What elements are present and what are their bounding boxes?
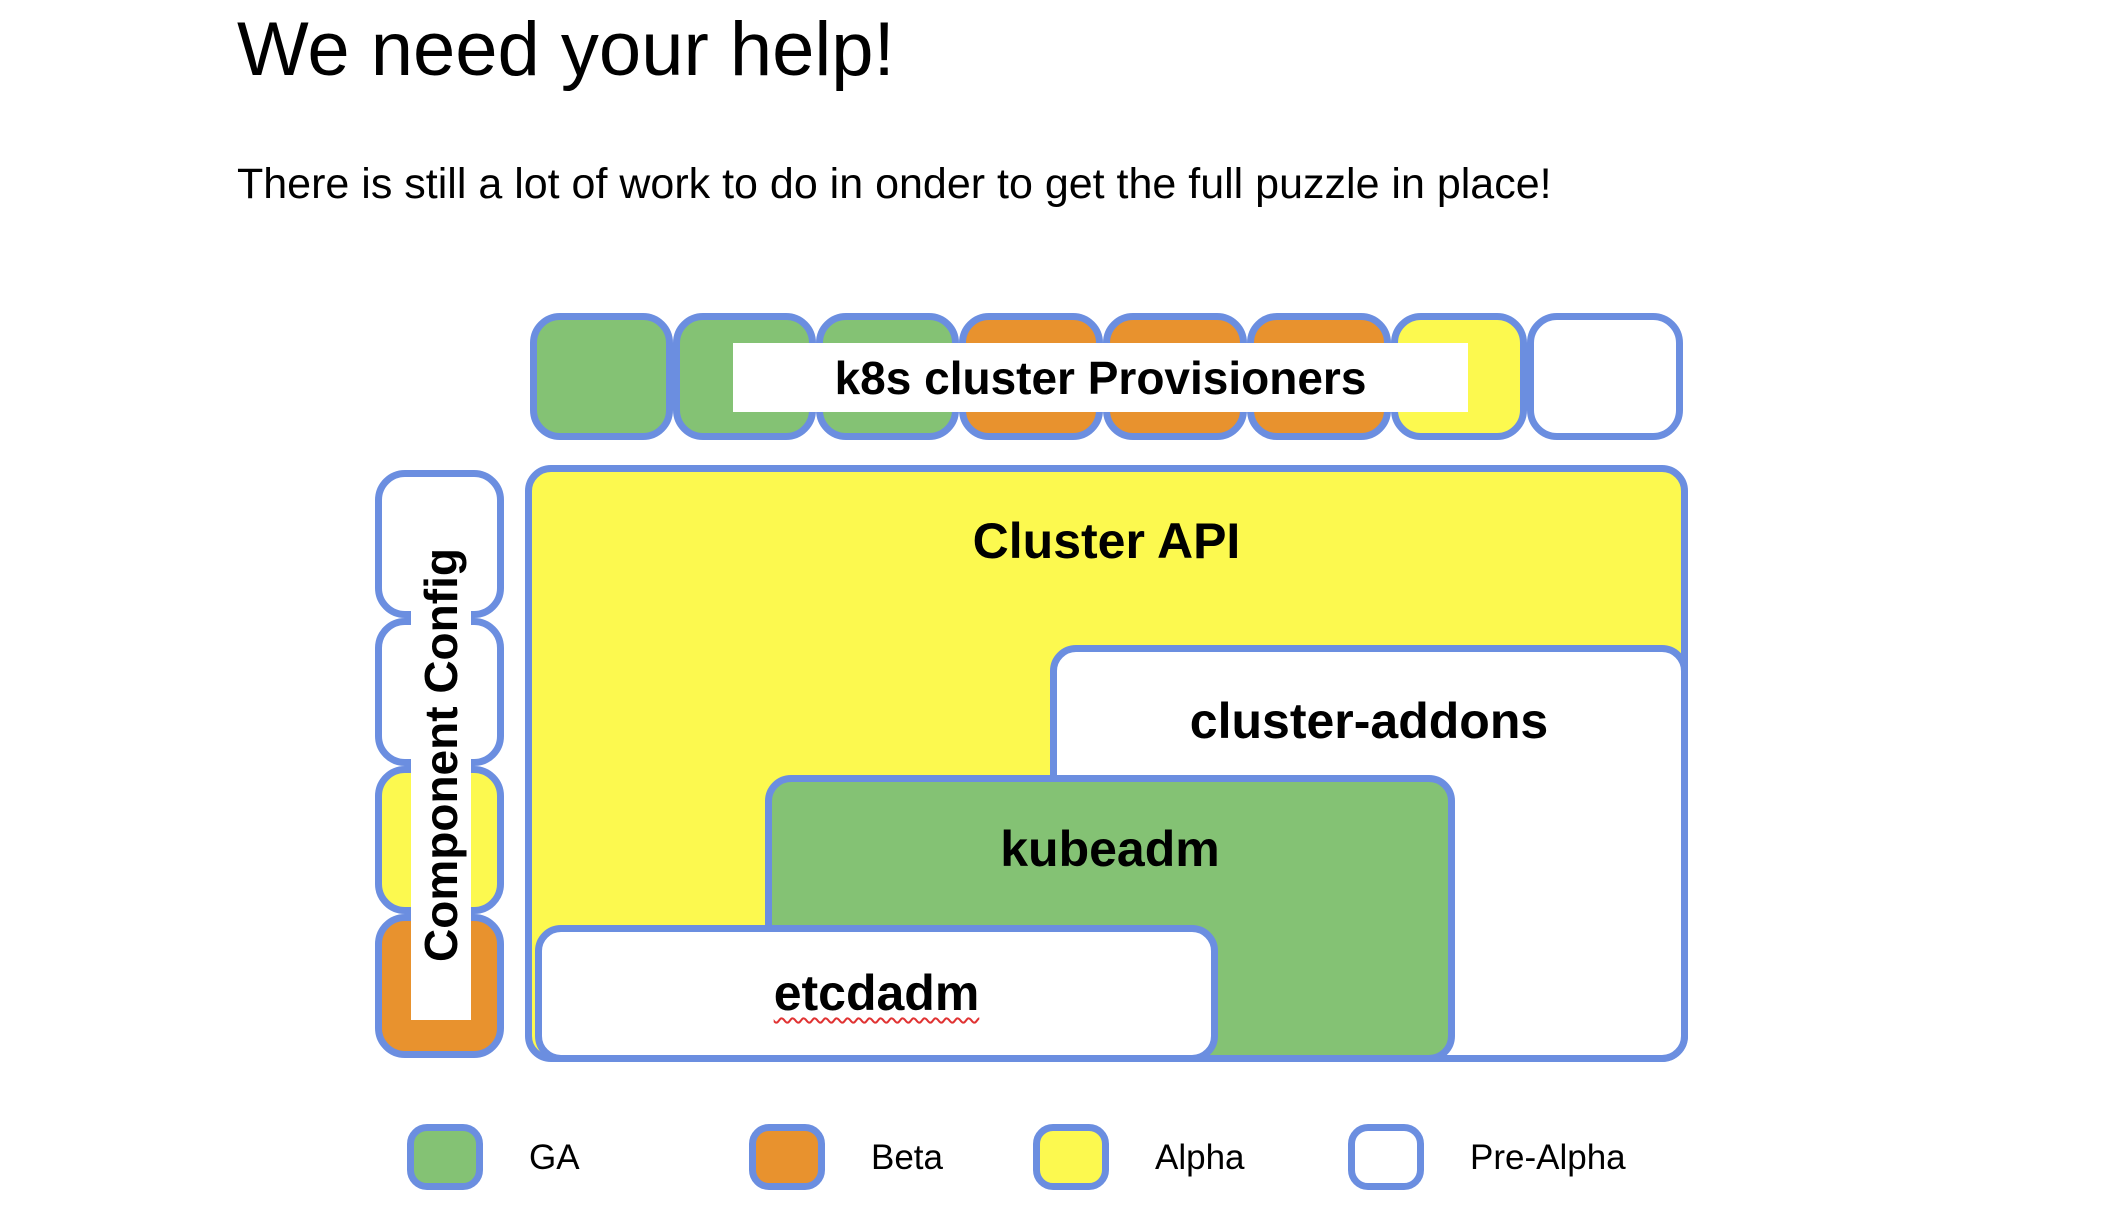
puzzle-box-kubeadm-label: kubeadm <box>1000 821 1220 877</box>
puzzle-box-etcdadm[interactable]: etcdadm <box>535 925 1218 1062</box>
component-config-banner: Component Config <box>411 490 471 1020</box>
legend-swatch-beta <box>749 1124 825 1190</box>
misspelled-word: etcdadm <box>773 965 980 1021</box>
puzzle-box-cluster-addons-label: cluster-addons <box>1189 693 1549 749</box>
page-title: We need your help! <box>237 7 895 92</box>
legend-swatch-ga <box>407 1124 483 1190</box>
legend-swatch-prealpha <box>1348 1124 1424 1190</box>
legend-swatch-alpha <box>1033 1124 1109 1190</box>
component-config-banner-label: Component Config <box>415 548 467 962</box>
provisioner-banner-label: k8s cluster Provisioners <box>834 351 1367 404</box>
provisioner-cell-8[interactable] <box>1527 313 1683 440</box>
legend-label-beta: Beta <box>871 1138 943 1177</box>
legend-label-alpha: Alpha <box>1155 1138 1245 1177</box>
provisioner-banner: k8s cluster Provisioners <box>733 343 1468 412</box>
page-subtitle: There is still a lot of work to do in on… <box>237 160 1552 208</box>
puzzle-box-etcdadm-label: etcdadm <box>542 964 1211 1022</box>
legend-label-prealpha: Pre-Alpha <box>1470 1138 1626 1177</box>
puzzle-box-cluster-api-label: Cluster API <box>972 513 1241 569</box>
legend-label-ga: GA <box>529 1138 580 1177</box>
provisioner-cell-1[interactable] <box>530 313 673 440</box>
